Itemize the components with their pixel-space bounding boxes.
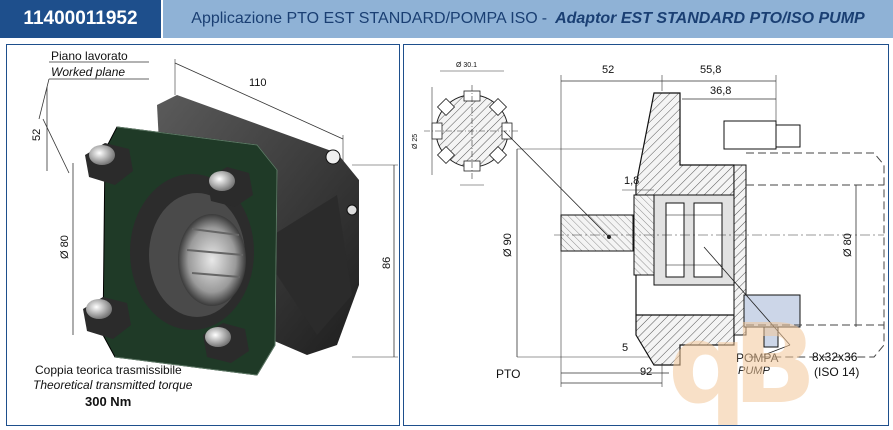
dimension-5: 5 — [622, 342, 629, 354]
title-english: Adaptor EST STANDARD PTO/ISO PUMP — [555, 10, 865, 27]
bolt-top-left — [85, 143, 133, 185]
dimension-55-8: 55,8 — [700, 64, 722, 76]
isometric-drawing — [38, 59, 398, 376]
section-drawing — [424, 70, 885, 387]
bolt-bottom-right — [203, 323, 249, 363]
dimension-height: 86 — [381, 256, 393, 269]
title-separator: - — [541, 10, 548, 27]
dimension-depth: 52 — [31, 128, 43, 141]
label-pump-en: PUMP — [738, 365, 770, 377]
watermark-logo: qB — [668, 300, 817, 428]
spline-spec: 8x32x36 — [812, 350, 858, 364]
isometric-view-panel: Piano lavorato Worked plane 110 52 Ø 80 … — [6, 44, 400, 426]
dimension-phi-80: Ø 80 — [842, 233, 854, 257]
dimension-52: 52 — [602, 64, 615, 76]
dimension-width: 110 — [249, 77, 267, 89]
label-pump-it: POMPA — [736, 351, 779, 365]
worked-plane-label-it: Piano lavorato — [51, 49, 128, 63]
torque-value: 300 Nm — [85, 394, 132, 409]
bolt-bottom-left — [83, 297, 131, 339]
worked-plane-label-en: Worked plane — [51, 65, 126, 79]
header-bar: 11400011952 Applicazione PTO EST STANDAR… — [0, 0, 893, 38]
torque-label-it: Coppia teorica trasmissibile — [35, 363, 182, 377]
bolt-top-right — [207, 167, 253, 207]
label-pto: PTO — [496, 367, 521, 381]
title-italian: Applicazione PTO EST STANDARD/POMPA ISO — [191, 10, 538, 27]
dimension-92: 92 — [640, 366, 653, 378]
dimension-diameter: Ø 80 — [59, 235, 71, 259]
dimension-phi-90: Ø 90 — [502, 233, 514, 257]
section-view-panel: Ø 30.1 Ø 25 52 55,8 36,8 1,8 Ø 90 Ø 80 5… — [403, 44, 889, 426]
dimension-36-8: 36,8 — [710, 85, 732, 97]
spline-top-dimension: Ø 30.1 — [456, 62, 478, 69]
torque-label-en: Theoretical transmitted torque — [33, 378, 193, 392]
spline-side-dimension: Ø 25 — [412, 133, 419, 149]
page-title: Applicazione PTO EST STANDARD/POMPA ISO … — [163, 0, 893, 38]
spline-standard: (ISO 14) — [814, 365, 860, 379]
dimension-1-8: 1,8 — [624, 175, 640, 187]
part-code: 11400011952 — [0, 0, 161, 38]
